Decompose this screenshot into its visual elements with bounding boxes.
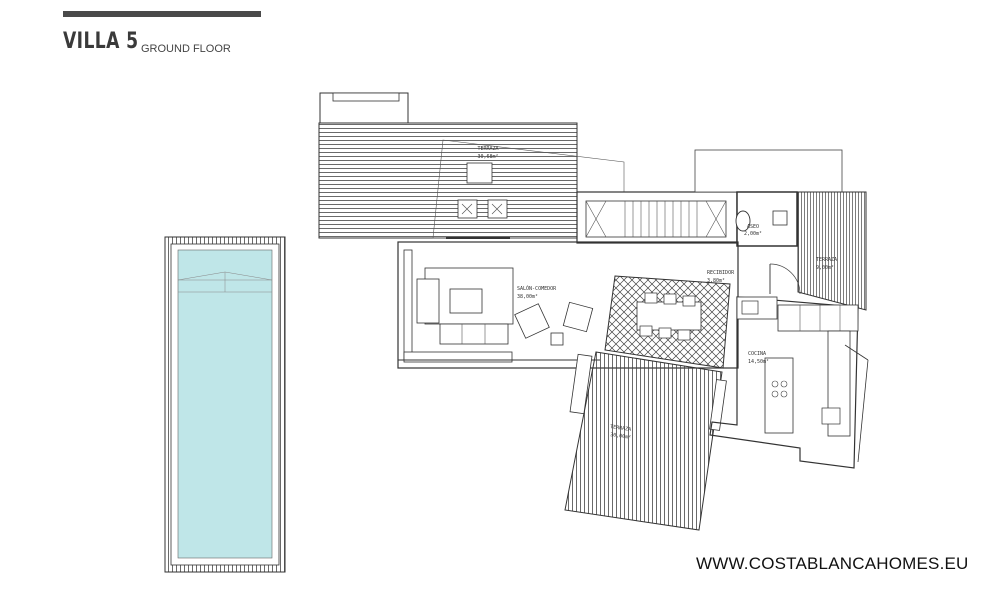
area-salon: 38,00m²	[517, 294, 538, 300]
area-cocina: 14,50m²	[748, 359, 769, 365]
label-terraza-bottom: TERRAZA	[610, 424, 632, 433]
table	[466, 162, 493, 184]
pool-water	[177, 249, 273, 559]
area-terraza-bottom: 30,00m²	[610, 432, 632, 441]
coffee-table	[449, 288, 483, 314]
dining-table	[636, 301, 702, 331]
page-title: VILLA 5	[63, 29, 139, 54]
lounge-chair	[457, 199, 478, 219]
armchair	[562, 301, 594, 333]
area-terraza-top: 30,68m²	[477, 154, 498, 160]
salon-comedor	[397, 241, 739, 369]
sofa	[439, 323, 509, 345]
area-aseo: 2,00m²	[744, 231, 762, 237]
label-terraza-top: TERRAZA	[477, 146, 498, 152]
counter	[777, 304, 859, 332]
bottom-terrace	[564, 351, 727, 531]
aseo	[735, 191, 798, 247]
label-salon: SALÓN-COMEDOR	[517, 285, 557, 292]
lounge-chair	[487, 199, 508, 219]
armchair	[514, 303, 550, 339]
title-bar	[63, 11, 261, 17]
top-terrace	[318, 92, 625, 239]
page-subtitle: GROUND FLOOR	[141, 43, 231, 55]
sink	[772, 210, 788, 226]
kitchen-sink	[821, 407, 841, 425]
island	[764, 357, 794, 434]
area-terraza-right: 9,00m²	[816, 265, 834, 271]
toilet	[735, 210, 751, 232]
pool	[164, 236, 286, 573]
area-recibidor: 3,80m²	[707, 278, 725, 284]
cocina	[709, 296, 869, 469]
label-terraza-right: TERRAZA	[816, 257, 837, 263]
right-terrace	[769, 191, 867, 311]
label-aseo: ASEO	[747, 224, 759, 230]
website-url: WWW.COSTABLANCAHOMES.EU	[696, 554, 969, 573]
sofa	[416, 278, 440, 324]
room-labels: TERRAZA 30,68m² SALÓN-COMEDOR 38,00m² AS…	[477, 146, 837, 441]
dining-area	[604, 275, 731, 369]
label-cocina: COCINA	[748, 351, 766, 357]
label-recibidor: RECIBIDOR	[707, 270, 735, 276]
